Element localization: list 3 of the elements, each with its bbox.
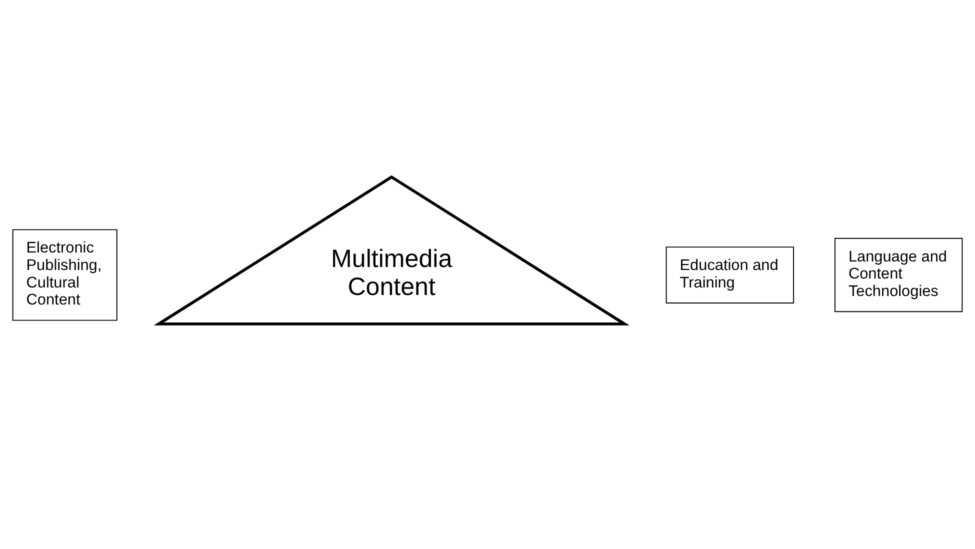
node-box: Education and Training <box>666 246 794 303</box>
node-box: Electronic Publishing, Cultural Content <box>12 228 118 320</box>
node-box: Language and Content Technologies <box>834 237 963 312</box>
